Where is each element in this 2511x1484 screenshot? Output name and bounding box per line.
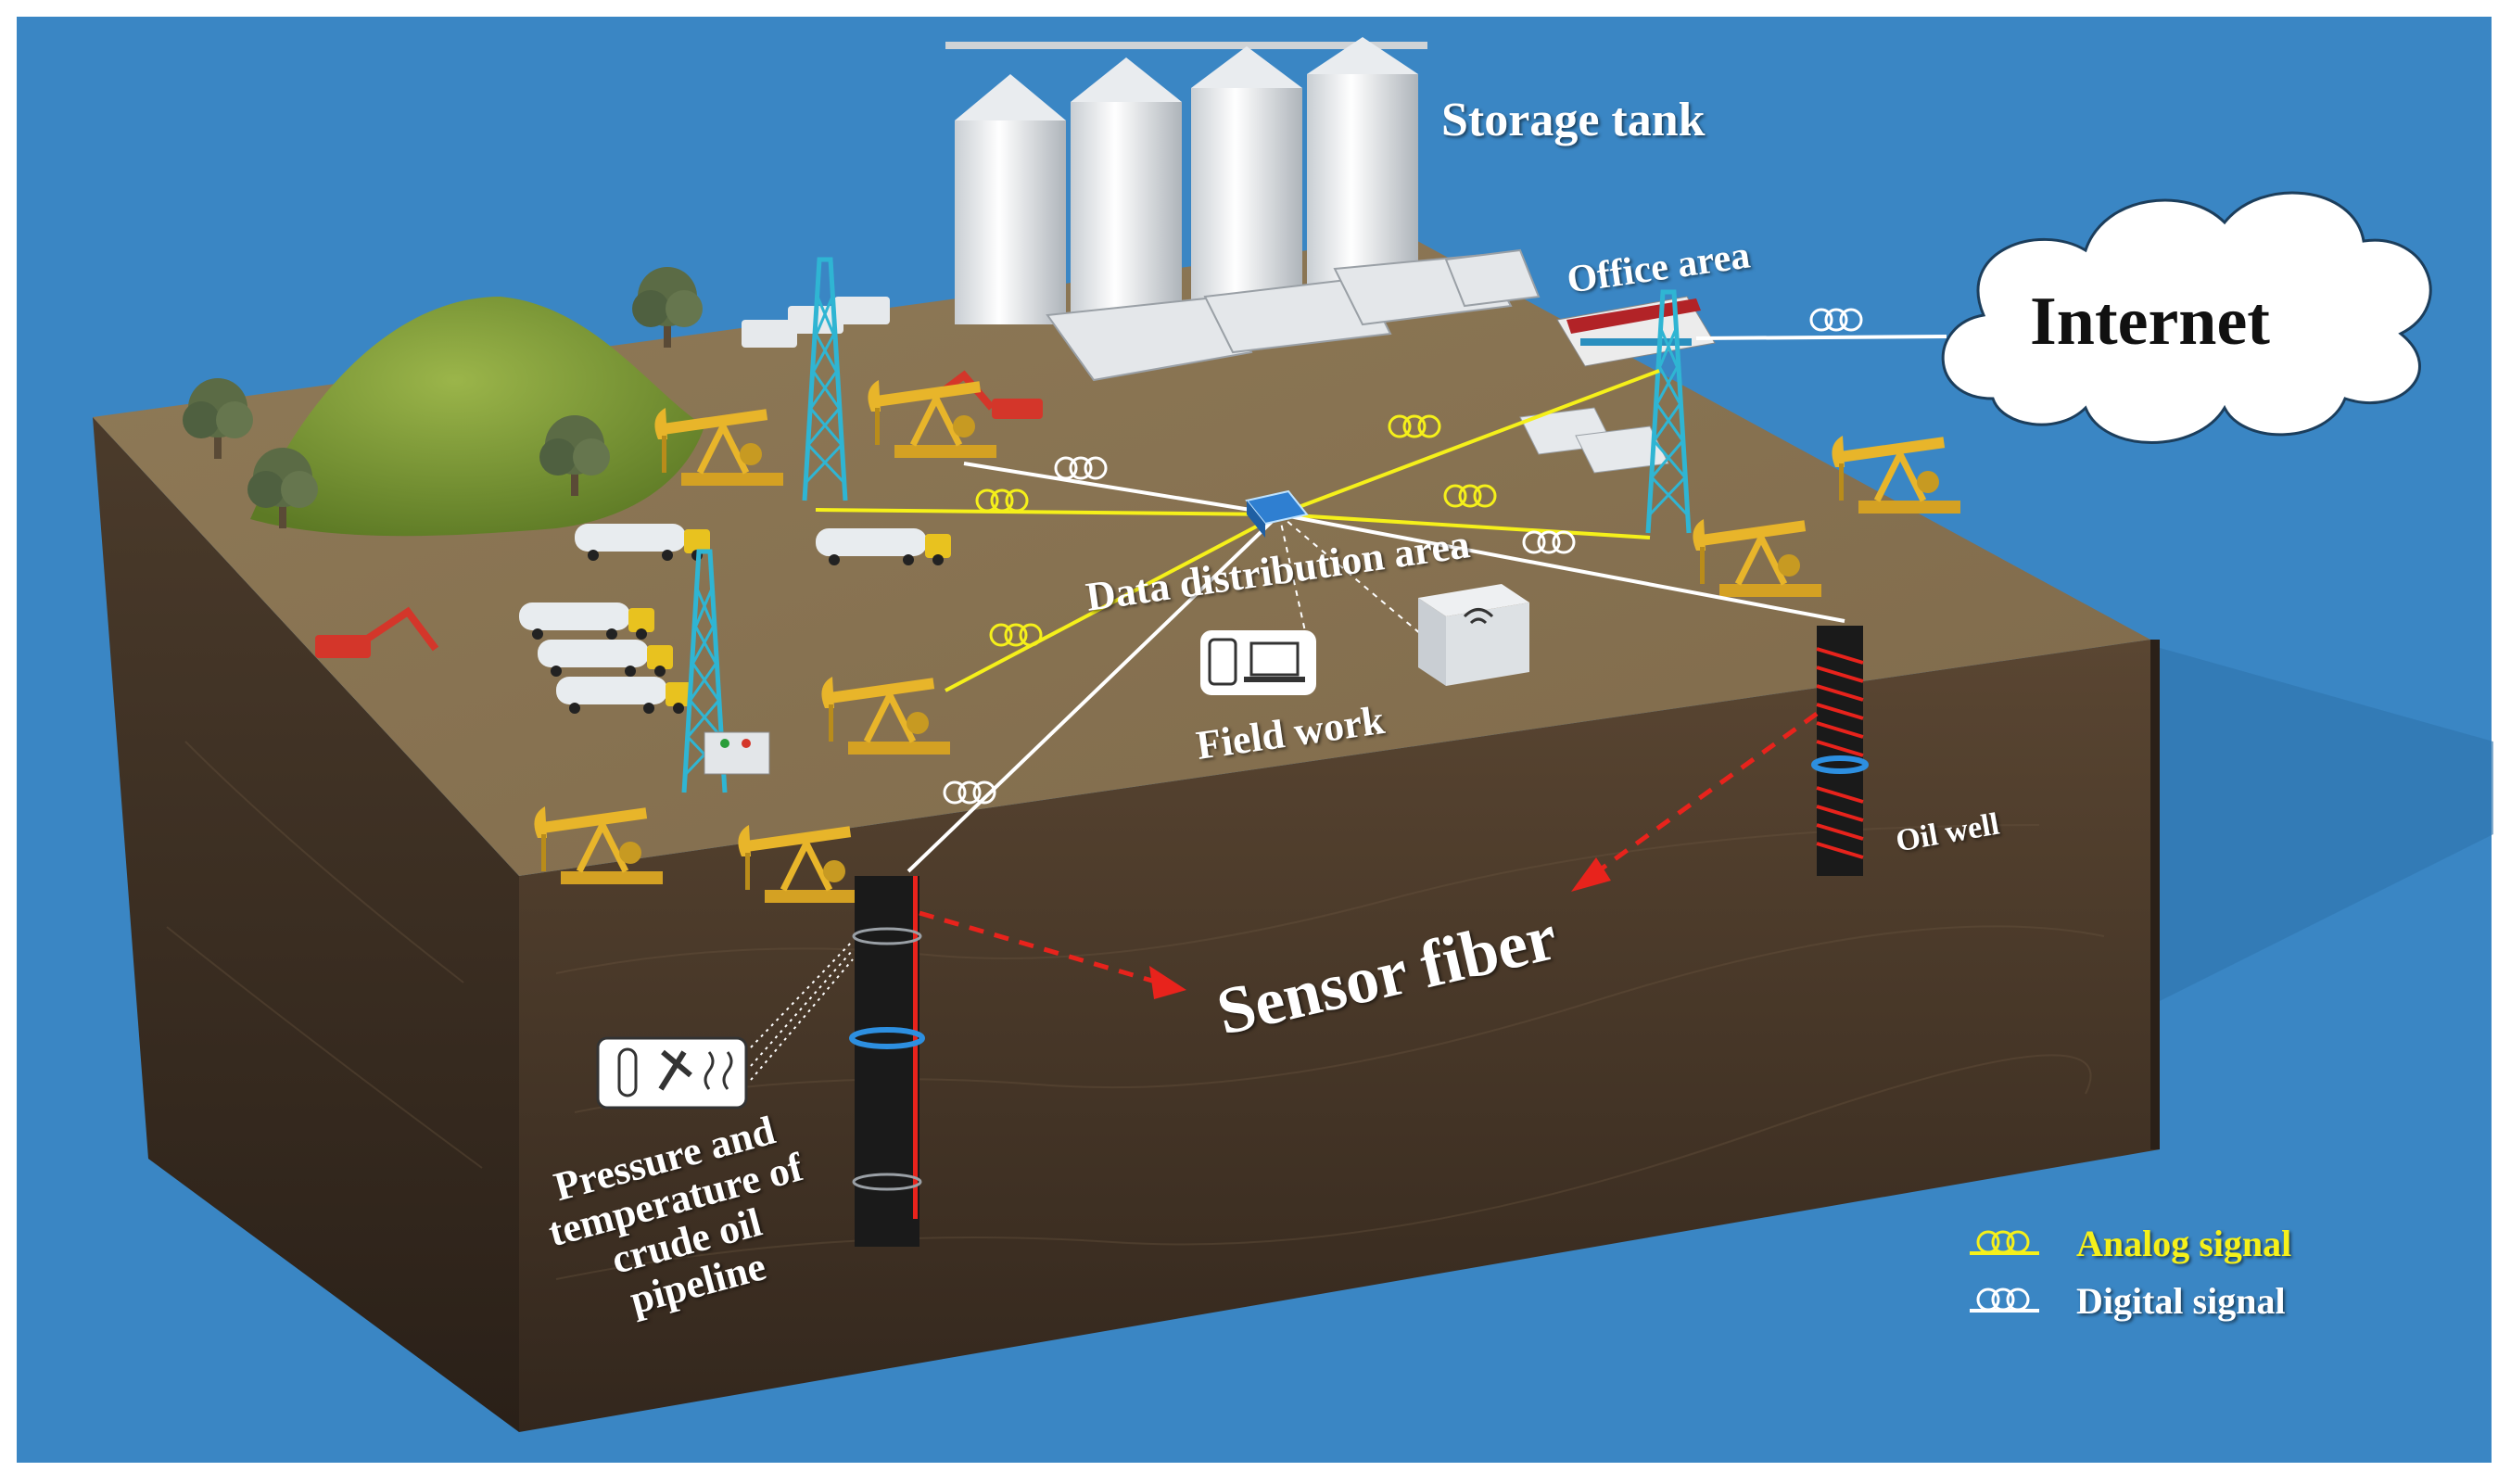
- control-box: [704, 731, 770, 775]
- digital-signal-lines: [907, 335, 1947, 873]
- soil-left-face: [93, 417, 519, 1432]
- excavator: [943, 370, 1043, 419]
- process-units: [1046, 248, 1541, 382]
- field-station: [1418, 584, 1529, 686]
- legend-digital-label: Digital signal: [2076, 1280, 2286, 1322]
- sensor-fiber-arrows: [919, 711, 1819, 985]
- legend-analog-symbol: [1970, 1230, 2039, 1255]
- field-devices: [1200, 630, 1316, 695]
- hill: [250, 297, 704, 537]
- soil-right-face: [2150, 640, 2160, 1149]
- storage-tank-label: Storage tank: [1441, 94, 1706, 146]
- internet-label: Internet: [2030, 284, 2270, 360]
- sensor-icons: [596, 1036, 748, 1110]
- oil-well: [1811, 626, 1869, 876]
- analog-signal-lines: [815, 369, 1660, 692]
- legend-analog-label: Analog signal: [2076, 1223, 2292, 1264]
- soil-front-face: [519, 640, 2160, 1432]
- warehouses: [1519, 407, 1669, 474]
- data-hub: [1245, 489, 1309, 538]
- excavator: [315, 606, 439, 658]
- internet-cloud: [1941, 191, 2432, 444]
- legend-digital-symbol: [1970, 1287, 2039, 1313]
- crude-oil-pipeline: [849, 876, 925, 1247]
- storage-tanks: [945, 37, 1427, 324]
